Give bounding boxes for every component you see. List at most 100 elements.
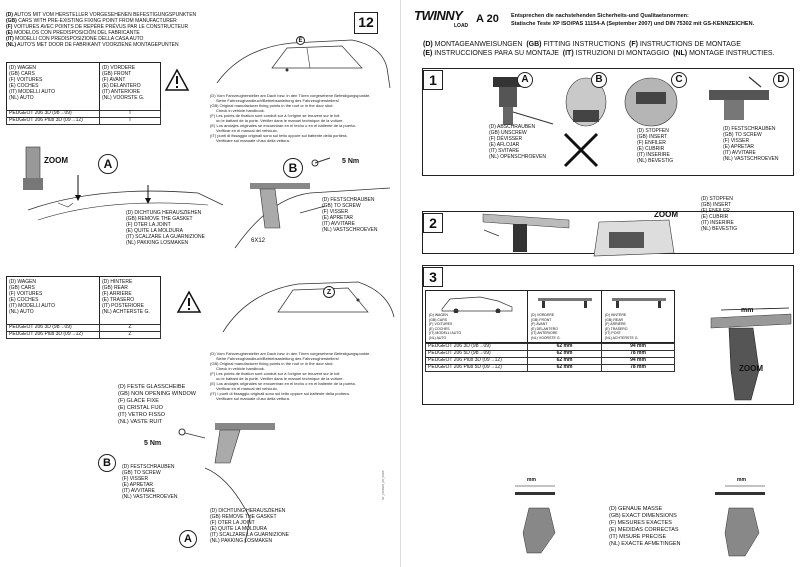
label: (D) VORDERE: [102, 65, 136, 71]
model-name: A 20: [476, 13, 499, 25]
note-line: Siehe Fahrzeughandbuch/Betriebsanleitung…: [216, 356, 339, 361]
model-cell: PEUGEOT 206 Plus 5D (09→12): [425, 364, 528, 372]
label: (D) STOPFEN: [701, 196, 733, 202]
label: (NL) OPENSCHROEVEN: [489, 154, 546, 160]
step-1-panel: [422, 68, 794, 176]
table-row: PEUGEOT 206 Plus 3D (09→12)Z: [6, 331, 161, 339]
label: (GB) UNSCREW: [489, 130, 527, 136]
label: (E) COCHES: [9, 297, 39, 303]
instructions-row-2: (E) INSTRUCCIONES PARA SU MONTAJE (IT) I…: [423, 50, 775, 57]
callout-b: B: [283, 158, 303, 178]
label: (IT) MODELLI AUTO: [429, 331, 462, 335]
label: (F) AVANT: [102, 77, 126, 83]
value-cell: Z: [99, 331, 161, 339]
label: (F) GLACE FIXE: [118, 398, 159, 404]
label: (D) STOPFEN: [637, 128, 669, 134]
label: (F) VOITURES: [9, 77, 43, 83]
label: (NL) VASTE RUIT: [118, 419, 163, 425]
step-3-panel: [422, 265, 794, 405]
label: (IT) MISURE PRECISE: [609, 534, 667, 540]
note-line: (D) Vom Fahrzeughersteller am Dach bzw. …: [210, 93, 371, 98]
vehicle-note: (D) AUTOS MIT VOM HERSTELLER VORGESEHENE…: [6, 12, 197, 18]
page-number: 12: [354, 12, 378, 34]
label: (IT) MODELLI AUTO: [9, 89, 56, 95]
label: (E) DELANTERO: [531, 326, 559, 331]
label: (GB) FRONT: [102, 71, 132, 77]
dim-col-cars-labels: (D) WAGEN (GB) CARS (F) VOITURES (E) COC…: [429, 313, 461, 340]
mm-label-left: mm: [527, 477, 536, 483]
label: (IT) INSERIRE: [637, 152, 670, 158]
label: (NL) AUTO: [429, 335, 447, 340]
label: (GB) CARS: [9, 285, 35, 291]
label: (NL) VASTSCHROEVEN: [122, 494, 178, 500]
car-side-icon: [441, 296, 513, 313]
crossed-out-icon: [563, 132, 599, 168]
label: (D) DICHTUNG HERAUSZIEHEN: [210, 508, 286, 514]
label: (GB) REAR: [102, 285, 128, 291]
table-rear: (D) WAGEN (GB) CARS (F) VOITURES (E) COC…: [6, 276, 161, 339]
label: (E) APRETAR: [122, 482, 154, 488]
gasket-labels-2: (D) DICHTUNG HERAUSZIEHEN (GB) REMOVE TH…: [210, 508, 289, 544]
label: (GB) EXACT DIMENSIONS: [609, 513, 677, 519]
label: (F) OTER LA JOINT: [210, 520, 255, 526]
car2-callout: Z: [323, 286, 335, 298]
brand-logo: TWINNY LOAD A 20: [414, 8, 506, 31]
note-line: ou le battant de la porte. Vérifier dans…: [216, 118, 344, 123]
label: (NL) BEVESTIG: [701, 226, 738, 232]
label: (IT) AVVITARE: [122, 488, 155, 494]
step2-bar-illustration: [482, 213, 675, 257]
step2-zoom-label: ZOOM: [654, 210, 678, 219]
label: (F) VISSER: [723, 138, 750, 144]
warning-notes-2: (D) Vom Fahrzeughersteller am Dach bzw. …: [210, 351, 396, 401]
label: (D) ABSCHRAUBEN: [489, 124, 536, 130]
step1-bolt-illustration: [493, 77, 554, 125]
vehicle-note: (F) VOITURES AVEC POINTS DE REPÈRE PRÉVU…: [6, 24, 189, 30]
label: (F) VOITURES: [429, 322, 453, 326]
label: (E) TRASERO: [102, 297, 135, 303]
vehicle-note: (IT) MODELLI CON PREDISPOSIZIONE DELLA C…: [6, 36, 144, 42]
label: (D) HINTERE: [605, 313, 627, 317]
label: (E) CUBRIR: [701, 214, 729, 220]
note-line: (GB) Original manufacturer fixing points…: [210, 103, 334, 108]
vehicle-note: (GB) CARS WITH PRE-EXISTING FIXING POINT…: [6, 18, 177, 24]
note-line: ou le battant de la porte. Vérifier dans…: [216, 376, 344, 381]
label: (IT) AVVITARE: [322, 221, 355, 227]
label: (F) MESURES EXACTES: [609, 520, 672, 526]
label: (NL) PAKKING LOSMAKEN: [210, 538, 273, 544]
note-line: (GB) Original manufacturer fixing points…: [210, 361, 334, 366]
label: (IT) POST.: [605, 331, 622, 335]
note-line: (F) Les points de fixation sont conduit …: [210, 113, 340, 118]
note-line: (E) Los anclajes originales se encuentra…: [210, 381, 356, 386]
gasket-removal-illustration: [23, 146, 224, 221]
label: (NL) EXACTE AFMETINGEN: [609, 541, 681, 547]
foot-mount-illustration: [234, 157, 391, 249]
label: (E) COCHES: [9, 83, 39, 89]
label: (F) ENFILER: [637, 140, 666, 146]
rear-bar-icon: [612, 298, 666, 308]
label: (IT) AVVITARE: [723, 150, 756, 156]
torque-label-2: 5 Nm: [144, 440, 162, 447]
logo-sub: LOAD: [454, 23, 469, 29]
label: (E) COCHES: [429, 326, 450, 331]
table-rear-left-labels: (D) WAGEN (GB) CARS (F) VOITURES (E) COC…: [7, 277, 100, 324]
label: (F) OTER LA JOINT: [126, 222, 171, 228]
callout-a: A: [98, 154, 118, 174]
label: (GB) NON OPENING WINDOW: [118, 391, 196, 397]
label: (NL) VASTSCHROEVEN: [723, 156, 779, 162]
front-cell: 62 mm: [527, 364, 602, 372]
left-page: (D) AUTOS MIT VOM HERSTELLER VORGESEHENE…: [6, 0, 401, 567]
plug-labels-2: (D) STOPFEN (GB) INSERT (F) ENFILER (E) …: [701, 196, 737, 232]
note-line: (IT) punti di fissaggio originali sono s…: [210, 133, 348, 138]
label: (D) HINTERE: [102, 279, 133, 285]
label: (GB) CARS: [429, 317, 448, 322]
standards-line-2: Statische Teste XP ISO/PAS 11154-A (Sept…: [511, 21, 755, 27]
torque-label: 5 Nm: [342, 158, 360, 165]
label: (D) WAGEN: [9, 279, 37, 285]
label: (F) ARRIERE: [102, 291, 132, 297]
label: (GB) INSERT: [701, 202, 732, 208]
callout-b-lower: B: [98, 454, 116, 472]
table-front-rows: PEUGEOT 206 3D (98→09)T PEUGEOT 206 Plus…: [6, 110, 161, 125]
value-cell: T: [99, 117, 161, 125]
